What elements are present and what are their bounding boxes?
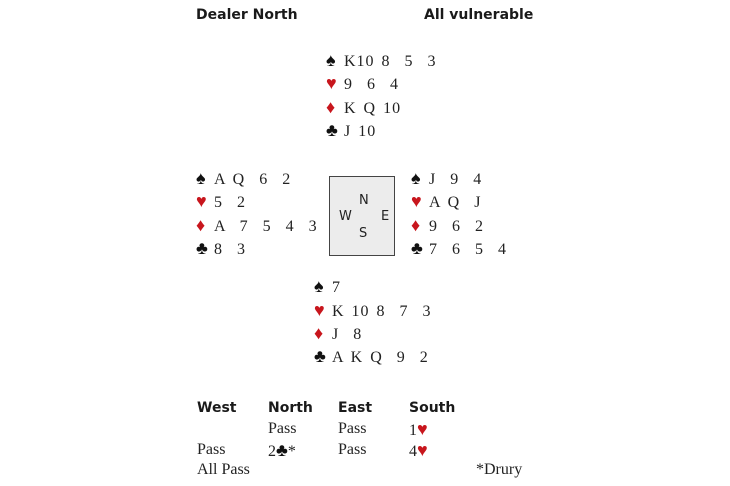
club-icon: ♣ xyxy=(411,238,423,258)
call-r3-west: All Pass xyxy=(197,461,250,478)
heart-icon: ♥ xyxy=(411,191,422,211)
north-spades: K10 8 5 3 xyxy=(344,53,437,70)
south-clubs: A K Q 9 2 xyxy=(332,349,429,366)
spade-icon: ♠ xyxy=(326,50,336,70)
north-hearts: 9 6 4 xyxy=(344,76,399,93)
club-icon: ♣ xyxy=(196,238,208,258)
spade-icon: ♠ xyxy=(314,276,324,296)
spade-icon: ♠ xyxy=(411,168,421,188)
heart-icon: ♥ xyxy=(417,419,428,439)
club-icon: ♣ xyxy=(314,346,326,366)
dealer-label: Dealer North xyxy=(196,7,298,23)
call-r1-south: 1♥ xyxy=(409,419,428,439)
west-clubs: 8 3 xyxy=(214,241,246,258)
south-diamonds: J 8 xyxy=(332,326,363,343)
club-icon: ♣ xyxy=(276,440,288,460)
club-icon: ♣ xyxy=(326,120,338,140)
call-r2-west: Pass xyxy=(197,441,226,458)
compass-south: S xyxy=(359,226,368,241)
south-spades: 7 xyxy=(332,279,341,296)
call-r1-east: Pass xyxy=(338,420,367,437)
diamond-icon: ♦ xyxy=(314,323,324,343)
spade-icon: ♠ xyxy=(196,168,206,188)
call-r2-south: 4♥ xyxy=(409,440,428,460)
east-spades: J 9 4 xyxy=(429,171,483,188)
diamond-icon: ♦ xyxy=(411,215,421,235)
compass-west: W xyxy=(339,209,352,224)
diamond-icon: ♦ xyxy=(326,97,336,117)
call-r1-north: Pass xyxy=(268,420,297,437)
diamond-icon: ♦ xyxy=(196,215,206,235)
west-hearts: 5 2 xyxy=(214,194,246,211)
auction-header-east: East xyxy=(338,400,373,416)
auction-footnote: *Drury xyxy=(476,461,523,478)
auction-header-south: South xyxy=(409,400,456,416)
east-hearts: A Q J xyxy=(429,194,482,211)
heart-icon: ♥ xyxy=(326,73,337,93)
auction-header-north: North xyxy=(268,400,313,416)
south-hearts: K 10 8 7 3 xyxy=(332,303,432,320)
east-diamonds: 9 6 2 xyxy=(429,218,484,235)
heart-icon: ♥ xyxy=(196,191,207,211)
call-r2-north: 2♣* xyxy=(268,440,296,460)
heart-icon: ♥ xyxy=(417,440,428,460)
north-diamonds: K Q 10 xyxy=(344,100,402,117)
east-clubs: 7 6 5 4 xyxy=(429,241,507,258)
compass-north: N xyxy=(359,193,369,208)
north-clubs: J 10 xyxy=(344,123,377,140)
heart-icon: ♥ xyxy=(314,300,325,320)
call-r2-east: Pass xyxy=(338,441,367,458)
compass-east: E xyxy=(381,209,390,224)
compass-box: N W E S xyxy=(329,176,395,256)
vulnerability-label: All vulnerable xyxy=(424,7,534,23)
auction-header-west: West xyxy=(197,400,237,416)
west-spades: A Q 6 2 xyxy=(214,171,292,188)
west-diamonds: A 7 5 4 3 xyxy=(214,218,318,235)
